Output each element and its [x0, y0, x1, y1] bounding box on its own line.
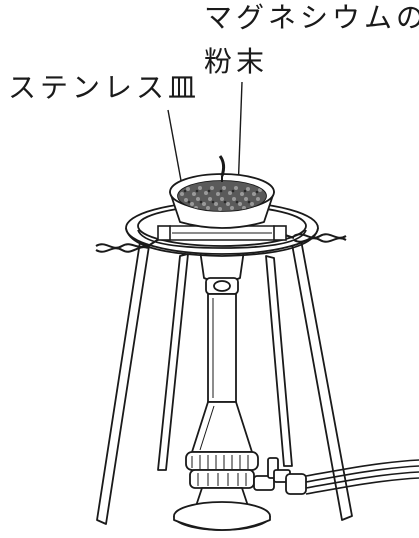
gas-hose: [305, 459, 419, 495]
tripod-leg-left: [96, 241, 150, 525]
burner: [173, 243, 271, 531]
magnesium-powder: [178, 181, 266, 211]
magnesium-powder-label-line2: 粉末: [204, 45, 269, 78]
stainless-dish-label: ステンレス皿: [8, 71, 201, 104]
dish-leader-line: [167, 109, 183, 187]
magnesium-powder-label-line1: マグネシウムの: [204, 1, 419, 34]
gas-valve: [253, 457, 307, 495]
magnesium-leader-line: [237, 81, 243, 193]
support-bar: [157, 225, 287, 241]
tripod-ring-front: [125, 227, 319, 257]
tripod-leg-back-left: [157, 253, 189, 471]
tripod-leg-back-right: [265, 255, 293, 467]
match-stick: [218, 155, 226, 182]
